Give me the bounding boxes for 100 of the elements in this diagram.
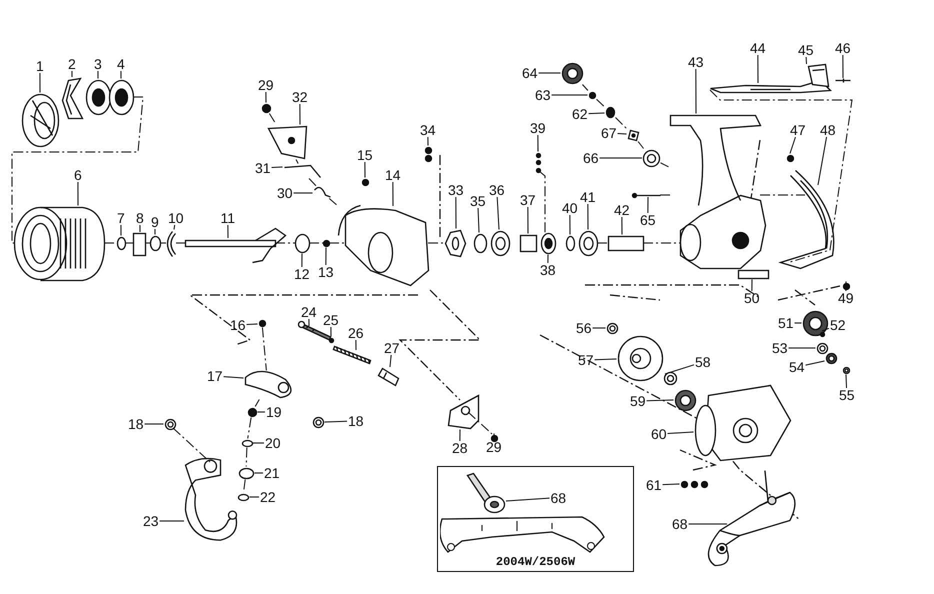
callout-number: 19 [265,405,283,419]
callout-number: 65 [639,213,657,227]
callout-number: 3 [93,57,103,71]
assembly-line [428,242,446,244]
callout-number: 29 [257,78,275,92]
assembly-line [760,194,806,196]
handle-drawing [184,456,238,542]
leader-line [293,192,313,194]
callout-number: 29 [485,440,503,454]
washer-drawing [816,342,828,354]
leader-line [390,354,392,368]
screw-drawing [842,282,850,290]
leader-line [159,520,184,522]
clip-drawing [60,76,84,120]
shaft-drawing [184,226,286,264]
assembly-line [328,198,337,206]
nut-drawing [626,128,640,142]
callout-number: 50 [743,291,761,305]
leader-line [757,54,758,84]
leader-line [842,54,844,78]
bearing-drawing [238,466,254,480]
screw-drawing [164,418,176,430]
bail-drawing [778,168,835,270]
leader-line [299,104,300,125]
assembly-line [710,90,853,262]
washer-drawing [472,232,488,254]
plate-drawing [736,268,770,280]
screw-drawing [258,318,266,328]
assembly-line [660,162,669,168]
leader-line [246,324,258,326]
leader-line [588,112,605,114]
leader-line [617,133,627,134]
assembly-line [124,242,134,244]
assembly-line [582,84,588,91]
cap-drawing [806,62,830,88]
gear-drawing [616,334,664,382]
assembly-line [638,141,644,149]
reel-body-drawing [668,114,766,270]
leader-line [790,136,796,154]
leader-line [538,72,561,74]
callout-number: 17 [206,369,224,383]
leader-line [71,70,72,78]
leader-line [252,442,264,444]
leader-line [551,94,588,96]
leader-line [496,196,500,230]
screw-drawing [260,102,272,114]
leader-line [537,134,538,152]
assembly-line [596,98,605,108]
callout-number: 51 [777,316,795,330]
bearing-drawing [824,352,838,364]
assembly-line [176,242,186,244]
callout-number: 43 [687,55,705,69]
screw-drawing [424,146,432,162]
callout-number: 36 [488,183,506,197]
callout-number: 54 [788,360,806,374]
callout-number: 7 [116,211,126,225]
callout-number: 49 [837,291,855,305]
washer-drawing [240,438,254,448]
callout-number: 18 [347,414,365,428]
screw-drawing [630,192,662,198]
cover-drawing [446,394,480,430]
callout-number: 58 [694,355,712,369]
leader-line [301,253,302,268]
callout-number: 41 [579,190,597,204]
spring-drawing [312,186,332,198]
callout-number: 32 [291,90,309,104]
assembly-line [254,398,260,407]
callout-number: 46 [834,41,852,55]
assembly-line [308,242,324,244]
assembly-line [160,242,166,244]
leader-line [667,432,694,434]
pinion-drawing [606,234,644,252]
rotor-drawing [336,204,430,286]
leader-line [120,70,122,79]
assembly-line [660,194,672,196]
leader-line [174,224,176,230]
callout-number: 64 [521,66,539,80]
assembly-line [642,242,680,244]
callout-number: 21 [263,466,281,480]
screw-drawing [786,154,794,162]
leader-line [695,68,696,114]
washer-drawing [148,234,162,252]
leader-line [120,224,122,236]
callout-number: 38 [539,263,557,277]
leader-line [478,208,480,233]
leader-line [527,206,528,234]
leader-line [845,281,846,292]
callout-number: 68 [550,490,568,504]
leader-line [455,196,456,229]
leader-line [265,92,266,103]
callout-number: 9 [150,215,160,229]
callout-number: 16 [229,318,247,332]
assembly-line [615,117,627,129]
callout-number: 24 [300,305,318,319]
assembly-line [262,327,267,371]
callout-number: 28 [451,441,469,455]
callout-number: 62 [571,107,589,121]
callout-number: 18 [127,417,145,431]
assembly-line [538,170,546,234]
stopper-drawing [376,366,400,386]
